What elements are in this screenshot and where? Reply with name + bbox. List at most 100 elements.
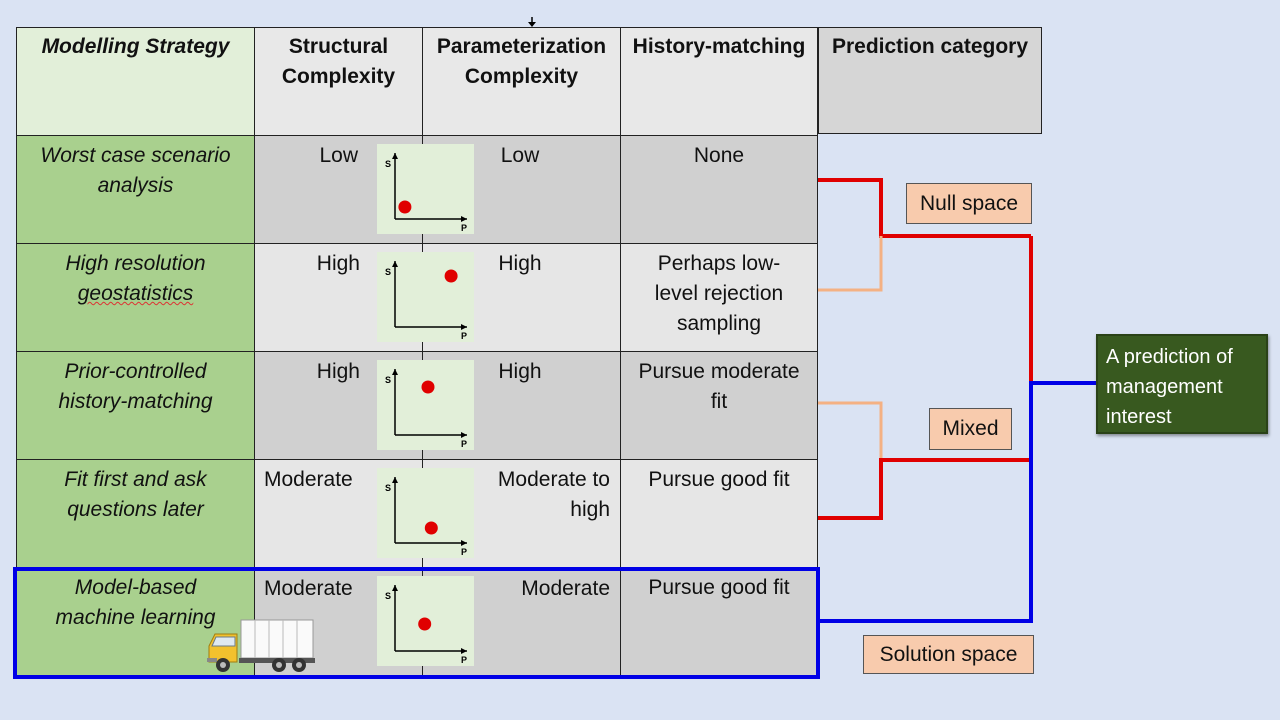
row-3-structural-value: High [316, 360, 360, 383]
header-structural-line-1: Structural [288, 35, 389, 58]
row-4-structural-value: Moderate [264, 468, 353, 491]
row-1-history-cell: None [620, 135, 818, 244]
plot-x-arrow-icon [461, 216, 467, 222]
mini-plot-svg: SP [385, 477, 467, 557]
header-structural-line-2: Complexity [281, 65, 396, 88]
row-1-null-line [818, 178, 1031, 238]
row-2-history-line-2: level rejection [654, 282, 784, 305]
row-2-history-line-1: Perhaps low- [657, 252, 781, 275]
row-4-parameterization-value: Moderate to high [474, 465, 610, 525]
mini-plot-svg: SP [385, 369, 467, 449]
null-space-tag: Null space [906, 183, 1032, 224]
header-history-label: History-matching [632, 35, 806, 58]
row-2-strategy-line-1: High resolution [65, 252, 206, 275]
prediction-box: A prediction of management interest [1096, 334, 1268, 434]
truck-icon [207, 619, 315, 672]
row-3-history-cell: Pursue moderate fit [620, 351, 818, 460]
row-2-history-cell: Perhaps low- level rejection sampling [620, 243, 818, 352]
plot-y-label: S [385, 375, 391, 385]
prediction-line-3: interest [1106, 406, 1172, 428]
row-3-strategy-line-1: Prior-controlled [64, 360, 207, 383]
solution-row-highlight [13, 567, 820, 679]
row-5-structural-value: Moderate [264, 577, 353, 600]
row-4-history-line-1: Pursue good fit [648, 468, 790, 491]
row-3-history-line-2: fit [710, 390, 728, 413]
plot-y-arrow-icon [392, 585, 398, 591]
plot-x-label: P [461, 655, 467, 665]
plot-y-arrow-icon [392, 261, 398, 267]
row-1-parameterization-value: Low [500, 144, 540, 167]
solution-space-line [818, 381, 1096, 623]
row-2-strategy: High resolution geostatistics [16, 243, 255, 352]
row-4-strategy-line-1: Fit first and ask [64, 468, 207, 491]
header-parameterization-line-1: Parameterization [436, 35, 607, 58]
mini-plot-svg: SP [385, 585, 467, 665]
row-3-strategy-line-2: history-matching [58, 390, 213, 413]
null-space-bracket [818, 178, 1031, 292]
row-1-strategy-line-2: analysis [97, 174, 174, 197]
row-5-strategy-line-2: machine learning [55, 606, 216, 629]
plot-y-arrow-icon [392, 477, 398, 483]
row-1-strategy-line-1: Worst case scenario [40, 144, 231, 167]
row-1-structural-value: Low [319, 144, 358, 167]
row-2-faint-line [818, 236, 883, 292]
plot-x-arrow-icon [461, 540, 467, 546]
plot-point [418, 617, 432, 631]
row-5-strategy: Model-based machine learning [16, 567, 255, 676]
mini-plot-svg: SP [385, 153, 467, 233]
prediction-line-1: A prediction of [1106, 346, 1233, 368]
header-structural-complexity: Structural Complexity [254, 27, 423, 136]
mixed-bracket [818, 401, 1031, 520]
plot-x-label: P [461, 331, 467, 341]
header-prediction-category: Prediction category [818, 27, 1042, 134]
row-2-structural-value: High [316, 252, 360, 275]
plot-y-arrow-icon [392, 369, 398, 375]
plot-y-label: S [385, 483, 391, 493]
solution-space-tag: Solution space [863, 635, 1034, 674]
row-4-history-cell: Pursue good fit [620, 459, 818, 568]
header-parameterization-line-2: Complexity [464, 65, 579, 88]
row-5-history-cell: Pursue good fit [620, 567, 818, 676]
mixed-tag: Mixed [929, 408, 1012, 450]
plot-point [424, 521, 438, 535]
row-5-strategy-line-1: Model-based [74, 576, 197, 599]
row-4-strategy-line-2: questions later [67, 498, 204, 521]
row-4-mixed-line [818, 458, 1031, 520]
plot-point [444, 269, 458, 283]
plot-x-label: P [461, 439, 467, 449]
plot-y-label: S [385, 159, 391, 169]
row-1-strategy: Worst case scenario analysis [16, 135, 255, 244]
header-modelling-strategy: Modelling Strategy [16, 27, 255, 136]
plot-point [398, 200, 412, 214]
plot-x-arrow-icon [461, 648, 467, 654]
row-2-strategy-line-2: geostatistics [77, 282, 194, 305]
prediction-line-2: management [1106, 376, 1223, 398]
cursor-icon [528, 17, 536, 27]
plot-y-label: S [385, 267, 391, 277]
plot-point [421, 380, 435, 394]
row-3-faint-line [818, 401, 883, 460]
mini-plot-svg: SP [385, 261, 467, 341]
plot-x-arrow-icon [461, 432, 467, 438]
row-4-parameterization-line-2: high [570, 498, 610, 521]
row-3-strategy: Prior-controlled history-matching [16, 351, 255, 460]
row-5-parameterization-value: Moderate [521, 577, 610, 600]
row-5-history-line-1: Pursue good fit [648, 576, 790, 599]
plot-x-label: P [461, 547, 467, 557]
row-3-history-line-1: Pursue moderate [638, 360, 800, 383]
plot-x-arrow-icon [461, 324, 467, 330]
plot-y-arrow-icon [392, 153, 398, 159]
row-2-parameterization-value: High [498, 252, 542, 275]
row-2-history-line-3: sampling [676, 312, 762, 335]
header-strategy-label: Modelling Strategy [41, 35, 230, 58]
row-1-history-line-1: None [693, 144, 745, 167]
header-prediction-label: Prediction category [831, 35, 1029, 58]
row-3-parameterization-value: High [498, 360, 542, 383]
header-history-matching: History-matching [620, 27, 818, 136]
